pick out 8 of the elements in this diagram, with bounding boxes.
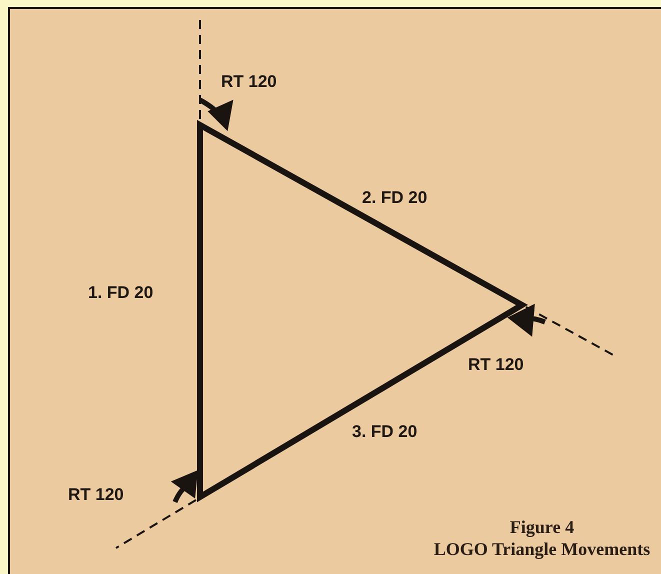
step-label: RT 120 [221, 72, 277, 92]
step-label: 2. FD 20 [362, 188, 428, 208]
step-label: 1. FD 20 [88, 283, 154, 303]
step-label: RT 120 [68, 485, 124, 505]
step-label: 3. FD 20 [352, 422, 418, 442]
figure-caption: LOGO Triangle Movements [432, 538, 652, 560]
step-label: RT 120 [468, 355, 524, 375]
figure-title: Figure 4 [508, 516, 576, 538]
